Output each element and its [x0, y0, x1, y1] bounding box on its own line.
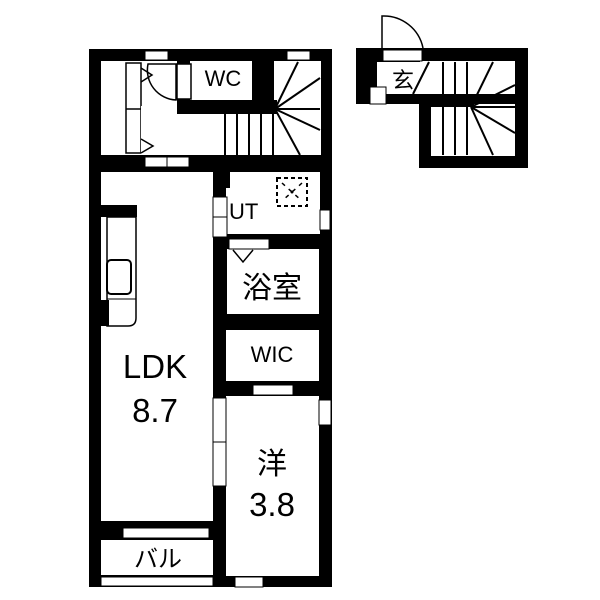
ldk-size-label: 8.7 — [132, 392, 178, 429]
wic-label: WIC — [250, 342, 294, 367]
western-room-label: 洋 — [257, 448, 287, 481]
wc-door-swing — [146, 63, 177, 101]
spiral-staircase-main — [224, 61, 321, 156]
entrance-unit — [356, 15, 528, 168]
ldk-label: LDK — [122, 348, 188, 385]
entrance-door-swing — [381, 15, 424, 49]
walk-in-closet — [226, 330, 319, 381]
entrance-label: 玄 — [391, 68, 414, 93]
sink — [106, 259, 132, 295]
western-room — [226, 396, 319, 576]
balcony-label: バル — [134, 546, 182, 573]
wc-label: WC — [204, 66, 242, 91]
bathroom-label: 浴室 — [242, 272, 302, 305]
utility-room — [230, 172, 320, 234]
ventilation-fan-icon — [276, 177, 308, 207]
main-unit — [89, 49, 332, 588]
bathroom — [227, 249, 319, 314]
western-room-size-label: 3.8 — [249, 486, 295, 523]
balcony — [101, 540, 213, 575]
utility-label: UT — [229, 199, 259, 224]
spiral-staircase-entrance — [412, 61, 516, 156]
